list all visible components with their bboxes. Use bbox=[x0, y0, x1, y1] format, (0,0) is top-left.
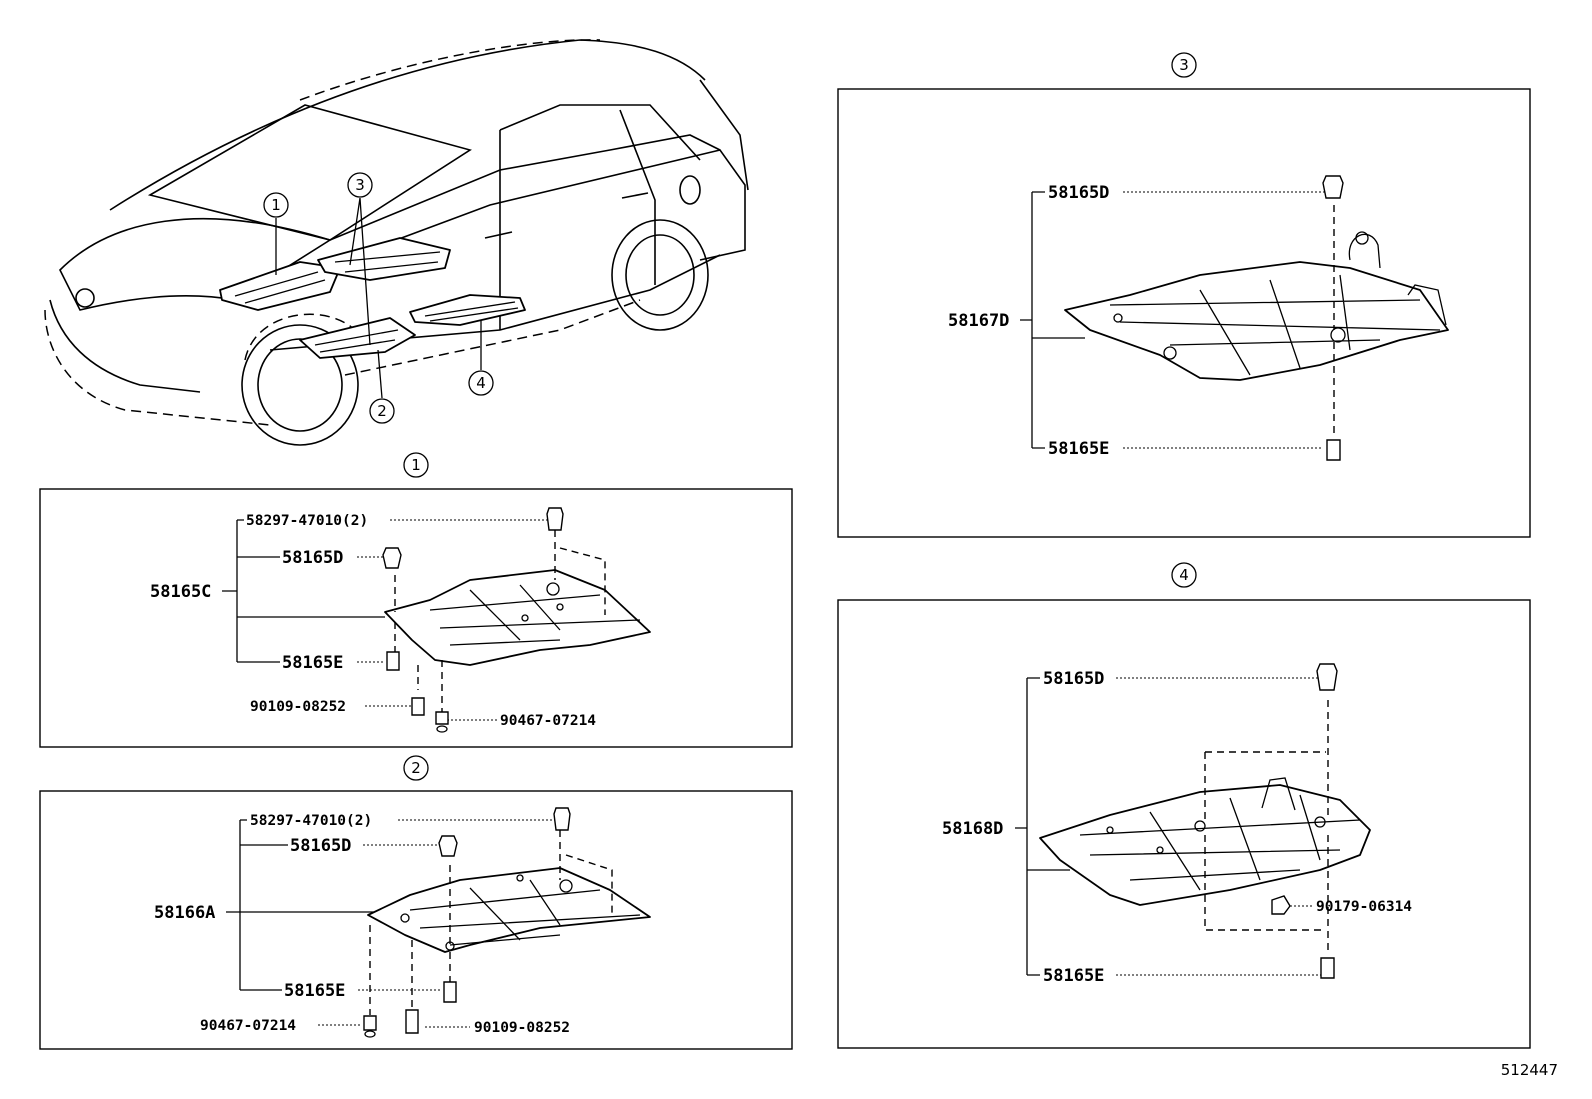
section-2-frame bbox=[39, 790, 793, 1050]
s1-part-90109: 90109-08252 bbox=[250, 699, 346, 715]
s2-part-58165D: 58165D bbox=[290, 836, 351, 856]
section-2-marker-circle bbox=[403, 755, 429, 781]
s2-part-58166A: 58166A bbox=[154, 903, 215, 923]
s3-part-58167D: 58167D bbox=[948, 311, 1009, 331]
s4-part-58165D: 58165D bbox=[1043, 669, 1104, 689]
callout-3-label: 3 bbox=[355, 176, 365, 194]
section-3-drawing bbox=[1020, 175, 1449, 461]
section-4-marker: 4 bbox=[1179, 566, 1189, 584]
s2-part-58297: 58297-47010(2) bbox=[250, 813, 372, 829]
s2-part-90109: 90109-08252 bbox=[474, 1020, 570, 1036]
section-3-marker: 3 bbox=[1179, 56, 1189, 74]
section-1-frame bbox=[39, 488, 793, 748]
s2-part-58165E: 58165E bbox=[284, 981, 345, 1001]
callout-circle-4 bbox=[468, 370, 494, 396]
section-3-frame bbox=[837, 88, 1531, 538]
section-4-frame bbox=[837, 599, 1531, 1049]
s1-part-58297: 58297-47010(2) bbox=[246, 513, 368, 529]
illustration-number: 512447 bbox=[1501, 1061, 1558, 1079]
callout-circle-1 bbox=[263, 192, 289, 218]
s4-part-58165E: 58165E bbox=[1043, 966, 1104, 986]
section-3-marker-circle bbox=[1171, 52, 1197, 78]
callout-4-label: 4 bbox=[476, 374, 486, 392]
s1-part-90467: 90467-07214 bbox=[500, 713, 596, 729]
s2-part-90467: 90467-07214 bbox=[200, 1018, 296, 1034]
callout-circle-3 bbox=[347, 172, 373, 198]
section-1-marker: 1 bbox=[411, 456, 421, 474]
s1-part-58165C: 58165C bbox=[150, 582, 211, 602]
s4-part-58168D: 58168D bbox=[942, 819, 1003, 839]
s3-part-58165E: 58165E bbox=[1048, 439, 1109, 459]
section-4-marker-circle bbox=[1171, 562, 1197, 588]
callout-circle-2 bbox=[369, 398, 395, 424]
callout-2-label: 2 bbox=[377, 402, 387, 420]
s4-part-90179: 90179-06314 bbox=[1316, 899, 1412, 915]
s1-part-58165E: 58165E bbox=[282, 653, 343, 673]
section-4-drawing bbox=[1015, 663, 1371, 979]
section-2-marker: 2 bbox=[411, 759, 421, 777]
section-1-marker-circle bbox=[403, 452, 429, 478]
s3-part-58165D: 58165D bbox=[1048, 183, 1109, 203]
s1-part-58165D: 58165D bbox=[282, 548, 343, 568]
callout-1-label: 1 bbox=[271, 196, 281, 214]
section-2-drawing bbox=[226, 807, 651, 1038]
section-1-drawing bbox=[222, 507, 651, 733]
car-overview-illustration bbox=[44, 39, 749, 446]
